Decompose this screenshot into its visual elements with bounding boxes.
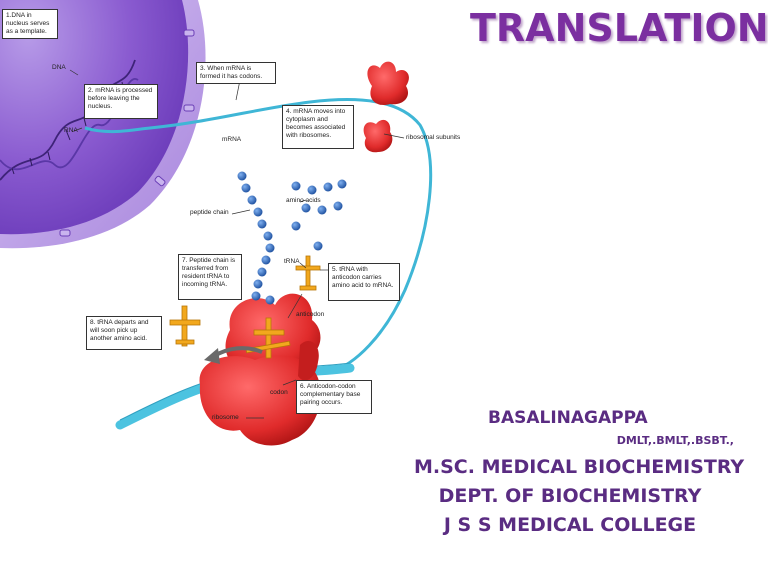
step-5-callout: 5. tRNA with anticodon carries amino aci… bbox=[328, 263, 400, 301]
ribosomal-subunits-label: ribosomal subunits bbox=[406, 134, 461, 141]
mrna-strand bbox=[84, 98, 433, 374]
nuclear-pores bbox=[59, 29, 195, 237]
ribosome-label: ribosome bbox=[212, 414, 239, 421]
trna-label: tRNA bbox=[284, 258, 300, 265]
peptide-chain-label: peptide chain bbox=[190, 209, 229, 216]
step-6-callout: 6. Anticodon-codon complementary base pa… bbox=[296, 380, 372, 414]
anticodon-label: anticodon bbox=[296, 311, 325, 318]
peptide-chain bbox=[237, 171, 275, 301]
codon-label: codon bbox=[270, 389, 288, 396]
step-2-callout: 2. mRNA is processed before leaving the … bbox=[84, 84, 158, 119]
author-department: DEPT. OF BIOCHEMISTRY bbox=[438, 485, 702, 507]
amino-acids-label: amino acids bbox=[286, 197, 321, 204]
free-amino-acids bbox=[265, 179, 347, 305]
author-credentials: DMLT,.BMLT,.BSBT., bbox=[616, 434, 734, 447]
author-degree: M.SC. MEDICAL BIOCHEMISTRY bbox=[414, 456, 745, 478]
slide-title: TRANSLATION bbox=[470, 6, 768, 50]
step-8-callout: 8. tRNA departs and will soon pick up an… bbox=[86, 316, 162, 350]
mrna-label: mRNA bbox=[222, 136, 242, 143]
rna-label: RNA bbox=[64, 127, 78, 134]
trna-incoming bbox=[295, 255, 321, 291]
author-college: J S S MEDICAL COLLEGE bbox=[443, 514, 697, 536]
ribosome bbox=[199, 293, 321, 446]
dna-label: DNA bbox=[52, 64, 66, 71]
step-1-callout: 1.DNA in nucleus serves as a template. bbox=[2, 9, 58, 39]
author-name: BASALINAGAPPA bbox=[488, 408, 648, 428]
step-7-callout: 7. Peptide chain is transferred from res… bbox=[178, 254, 242, 300]
step-4-callout: 4. mRNA moves into cytoplasm and becomes… bbox=[282, 105, 354, 149]
movement-arrow bbox=[204, 346, 263, 364]
ribosomal-subunits bbox=[363, 61, 409, 153]
step-3-callout: 3. When mRNA is formed it has codons. bbox=[196, 62, 276, 84]
trna-departing bbox=[169, 305, 201, 347]
